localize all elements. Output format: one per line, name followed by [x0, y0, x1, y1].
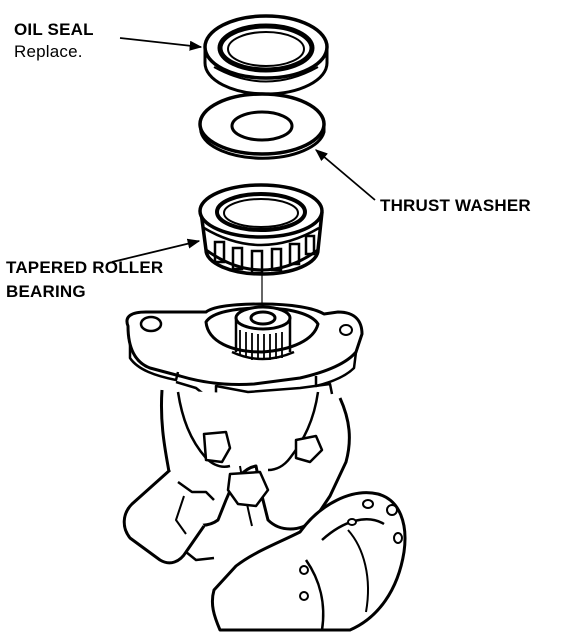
oil-seal	[203, 14, 329, 96]
leader-lines	[111, 37, 376, 263]
oil-seal-leader	[119, 37, 203, 51]
thrust-washer-leader	[315, 149, 376, 201]
oil-seal-note: Replace.	[14, 42, 83, 61]
bearing-leader	[111, 238, 201, 263]
tapered-roller-label-line1: TAPERED ROLLER	[6, 258, 164, 277]
tapered-roller-bearing	[198, 183, 324, 276]
thrust-washer-label: THRUST WASHER	[380, 196, 531, 215]
steering-knuckle	[122, 302, 407, 632]
thrust-washer	[198, 92, 326, 160]
tapered-roller-label-line2: BEARING	[6, 282, 86, 301]
oil-seal-label: OIL SEAL	[14, 20, 94, 39]
